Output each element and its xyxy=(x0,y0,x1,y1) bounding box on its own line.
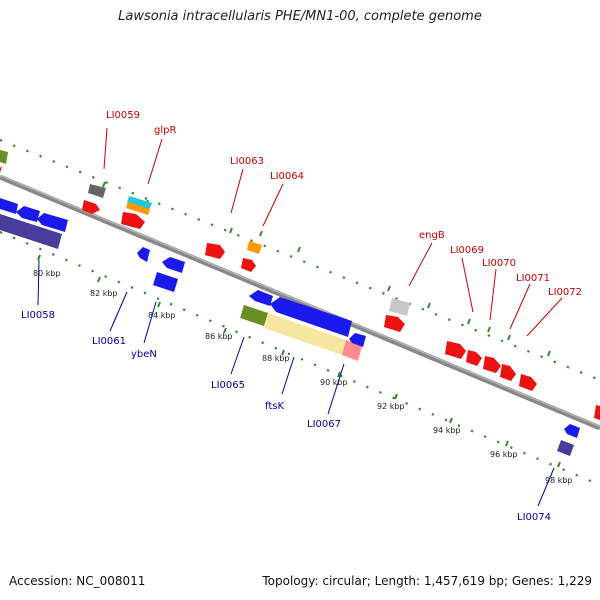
accession-text: Accession: NC_008011 xyxy=(9,574,146,588)
cds-reverse[interactable] xyxy=(264,313,346,355)
cds-forward[interactable] xyxy=(205,243,225,259)
gene-label-li0069[interactable]: LI0069 xyxy=(450,245,484,256)
cds-forward[interactable] xyxy=(88,184,106,198)
cds-forward[interactable] xyxy=(483,356,501,373)
gene-label-li0072[interactable]: LI0072 xyxy=(548,287,582,298)
tick-label: 88 kbp xyxy=(262,354,290,363)
cds-reverse[interactable] xyxy=(564,424,580,438)
reverse-features xyxy=(0,198,580,456)
reverse-gene-labels: LI0058 LI0061 ybeN LI0065 ftsK LI0067 LI… xyxy=(21,259,555,523)
cds-reverse[interactable] xyxy=(0,214,62,249)
gene-label-engb[interactable]: engB xyxy=(419,230,445,241)
gene-label-li0067[interactable]: LI0067 xyxy=(307,419,341,430)
cds-forward[interactable] xyxy=(247,241,262,254)
gene-label-li0070[interactable]: LI0070 xyxy=(482,258,516,269)
tick-label: 80 kbp xyxy=(33,269,61,278)
cds-reverse[interactable] xyxy=(153,272,178,292)
cds-reverse[interactable] xyxy=(0,198,18,214)
gene-label-li0063[interactable]: LI0063 xyxy=(230,156,264,167)
cds-forward[interactable] xyxy=(445,341,466,359)
gene-label-ftsk[interactable]: ftsK xyxy=(265,401,284,412)
tick-label: 82 kbp xyxy=(90,289,118,298)
cds-forward[interactable] xyxy=(121,212,145,229)
tick-label: 84 kbp xyxy=(148,311,176,320)
genome-backbone xyxy=(0,174,600,431)
gene-label-ybeN[interactable]: ybeN xyxy=(131,349,157,360)
cds-forward[interactable] xyxy=(466,350,482,366)
cds-forward[interactable] xyxy=(127,196,152,210)
cds-forward[interactable] xyxy=(126,202,150,215)
cds-forward[interactable] xyxy=(519,374,537,391)
cds-reverse[interactable] xyxy=(349,333,366,347)
gene-label-glpr[interactable]: glpR xyxy=(154,125,176,136)
cds-forward[interactable] xyxy=(389,298,410,316)
cds-reverse[interactable] xyxy=(37,213,68,232)
map-title: Lawsonia intracellularis PHE/MN1-00, com… xyxy=(118,9,482,24)
tick-label: 94 kbp xyxy=(433,426,461,435)
cds-reverse[interactable] xyxy=(16,206,40,222)
cds-forward[interactable] xyxy=(500,364,516,381)
gene-label-li0061[interactable]: LI0061 xyxy=(92,336,126,347)
tick-label: 98 kbp xyxy=(545,476,573,485)
genome-backbone-highlight xyxy=(0,174,600,428)
tick-labels: 80 kbp 82 kbp 84 kbp 86 kbp 88 kbp 90 kb… xyxy=(33,269,573,485)
cds-reverse[interactable] xyxy=(342,340,362,361)
genome-summary-text: Topology: circular; Length: 1,457,619 bp… xyxy=(262,574,592,588)
tick-marks xyxy=(37,181,561,468)
cds-forward[interactable] xyxy=(384,315,405,332)
tick-label: 96 kbp xyxy=(490,450,518,459)
cds-reverse[interactable] xyxy=(557,440,574,456)
tick-label: 90 kbp xyxy=(320,378,348,387)
tick-label: 92 kbp xyxy=(377,402,405,411)
cds-forward[interactable] xyxy=(241,258,256,272)
cds-forward[interactable] xyxy=(0,166,2,173)
gene-label-li0064[interactable]: LI0064 xyxy=(270,171,304,182)
forward-features xyxy=(0,150,600,420)
gene-label-li0065[interactable]: LI0065 xyxy=(211,380,245,391)
cds-forward[interactable] xyxy=(594,405,600,420)
cds-forward[interactable] xyxy=(0,150,8,164)
cds-reverse[interactable] xyxy=(162,257,185,273)
gene-label-li0058[interactable]: LI0058 xyxy=(21,310,55,321)
cds-reverse[interactable] xyxy=(249,290,273,306)
cds-reverse[interactable] xyxy=(137,247,150,262)
forward-gene-labels: LI0059 glpR LI0063 LI0064 engB LI0069 LI… xyxy=(103,110,582,337)
gene-label-li0071[interactable]: LI0071 xyxy=(516,273,550,284)
gene-label-li0074[interactable]: LI0074 xyxy=(517,512,551,523)
cds-forward[interactable] xyxy=(82,200,100,214)
reverse-guide-track xyxy=(0,230,600,487)
cds-reverse[interactable] xyxy=(240,305,268,326)
gene-label-li0059[interactable]: LI0059 xyxy=(106,110,140,121)
tick-label: 86 kbp xyxy=(205,332,233,341)
cds-reverse[interactable] xyxy=(270,297,352,337)
